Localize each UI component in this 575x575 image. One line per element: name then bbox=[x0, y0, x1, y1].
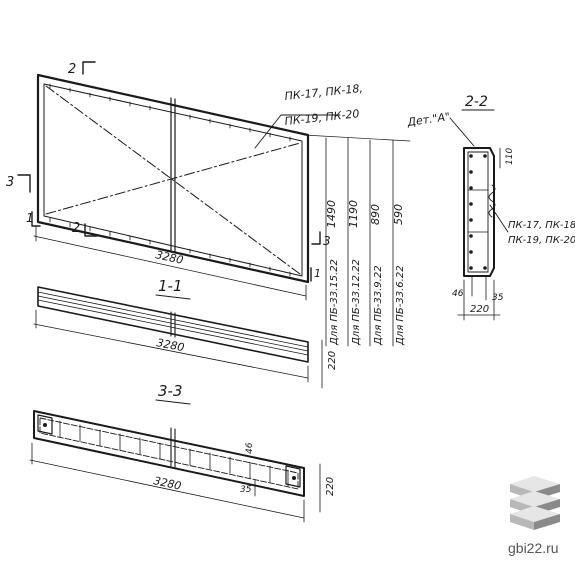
s33-rebar-dot-1 bbox=[43, 423, 47, 427]
s33-length-dim bbox=[29, 459, 305, 519]
s11-length-dim bbox=[33, 323, 309, 379]
height-label-890: 890 bbox=[369, 204, 382, 225]
panel-type-9: Для ПБ-33.9.22 bbox=[373, 265, 384, 346]
s22-dim-46: 46 bbox=[452, 289, 464, 299]
plan-view: ПК-17, ПК-18, ПК-19, ПК-20 2 2 3 3 1 1 3… bbox=[6, 61, 411, 347]
section-2-2-title: 2-2 bbox=[465, 94, 488, 110]
section-arrow-2-top bbox=[82, 61, 96, 75]
section-mark-2-top: 2 bbox=[68, 62, 76, 77]
plan-callout-line2: ПК-19, ПК-20 bbox=[284, 107, 360, 128]
section-3-3-stirrups bbox=[59, 420, 289, 487]
height-label-1190: 1190 bbox=[347, 200, 360, 228]
panel-type-15: Для ПБ-33.15.22 bbox=[329, 259, 340, 346]
section-3-3-body bbox=[33, 410, 305, 497]
s11-thickness-label: 220 bbox=[327, 351, 338, 370]
section-3-3-underline bbox=[155, 399, 191, 405]
section-2-2-profile bbox=[463, 147, 495, 277]
section-3-3-title: 3-3 bbox=[158, 382, 183, 400]
section-1-1-groove-3 bbox=[37, 299, 309, 356]
detail-a-label: Дет."А" bbox=[406, 110, 451, 129]
height-label-590: 590 bbox=[392, 204, 405, 225]
height-ext-top bbox=[303, 134, 411, 142]
section-mark-1-right: 1 bbox=[314, 267, 321, 280]
plan-length-label: 3280 bbox=[154, 248, 184, 267]
section-arrow-3-right bbox=[311, 231, 321, 245]
section-arrow-3-left bbox=[17, 174, 31, 193]
section-3-3-end-blocks bbox=[37, 414, 301, 488]
s22-dim-110-label: 110 bbox=[505, 148, 515, 165]
section-arrow-2-bottom bbox=[84, 223, 98, 237]
detail-a-leader bbox=[449, 117, 475, 147]
section-arrow-1-left bbox=[31, 211, 41, 227]
s22-rebar-dots bbox=[469, 154, 487, 270]
section-mark-3-left: 3 bbox=[6, 175, 14, 190]
s33-dim-35: 35 bbox=[240, 485, 252, 495]
plan-length-dim bbox=[33, 235, 307, 297]
section-1-1: 1-1 3280 220 bbox=[33, 277, 338, 389]
s11-length-label: 3280 bbox=[155, 336, 185, 354]
panel-outline bbox=[36, 73, 310, 284]
rebar-ticks-bottom bbox=[49, 217, 291, 277]
section-3-3-cage bbox=[39, 417, 299, 490]
section-mark-2-bottom: 2 bbox=[72, 221, 80, 236]
diagonal-a bbox=[45, 85, 301, 275]
logo-slab3-side-right bbox=[534, 514, 560, 530]
panel-type-12: Для ПБ-33.12.22 bbox=[351, 259, 362, 346]
s22-callout-leader bbox=[489, 204, 509, 233]
s33-length-label: 3280 bbox=[152, 474, 182, 493]
panel-type-6: Для ПБ-33.6.22 bbox=[395, 265, 406, 346]
section-1-1-groove-1 bbox=[37, 291, 309, 348]
section-2-2-cage bbox=[467, 151, 489, 273]
logo-slab2-top bbox=[510, 491, 560, 507]
s22-callout-line1: ПК-17, ПК-18, bbox=[508, 220, 575, 231]
diagonal-b bbox=[45, 142, 301, 215]
logo-slab3-side-left bbox=[510, 514, 534, 530]
logo-slab-top bbox=[510, 476, 560, 492]
s33-rebar-dot-2 bbox=[292, 476, 296, 480]
s22-wave bbox=[488, 184, 496, 218]
s22-callout-line2: ПК-19, ПК-20 bbox=[508, 235, 575, 246]
section-1-1-title: 1-1 bbox=[158, 277, 183, 295]
watermark-text: gbi22.ru bbox=[508, 540, 559, 556]
section-mark-3-right: 3 bbox=[323, 234, 331, 248]
plan-callout-line1: ПК-17, ПК-18, bbox=[284, 82, 364, 103]
rebar-ticks-top bbox=[49, 83, 291, 142]
section-1-1-groove-2 bbox=[37, 295, 309, 352]
watermark-logo: gbi22.ru bbox=[508, 476, 560, 556]
height-label-1490: 1490 bbox=[325, 200, 338, 228]
section-mark-1-left: 1 bbox=[26, 211, 34, 225]
logo-slab3-top bbox=[510, 506, 560, 522]
s33-dim-46: 46 bbox=[245, 442, 255, 454]
section-2-2: 2-2 Дет."А" 110 ПК-17, ПК-18, ПК-19, ПК-… bbox=[406, 94, 575, 321]
s22-dim-35: 35 bbox=[492, 293, 504, 303]
s33-thickness-label: 220 bbox=[325, 477, 336, 496]
s22-width-label: 220 bbox=[470, 304, 489, 315]
section-1-1-underline bbox=[155, 294, 191, 300]
callout-leader bbox=[254, 114, 282, 149]
section-3-3: 3-3 46 35 3280 220 bbox=[29, 382, 336, 523]
panel-inner-outline bbox=[43, 83, 303, 277]
